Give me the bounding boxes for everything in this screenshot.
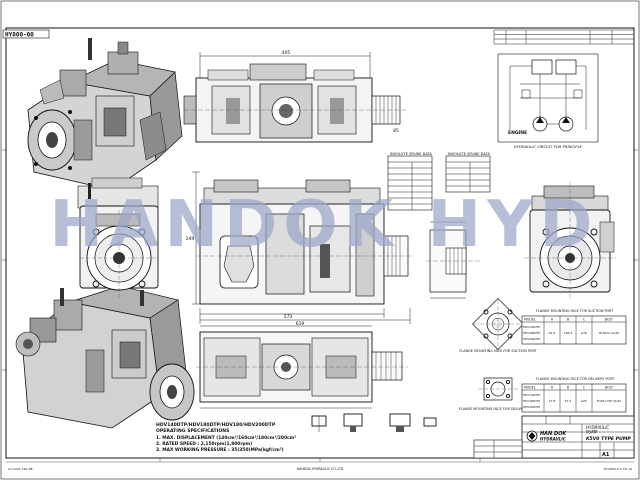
suction-flange-detail xyxy=(472,298,524,350)
suction-row-model: HDV200DTP xyxy=(523,337,540,341)
isometric-view-bottom xyxy=(15,285,195,429)
delivery-value-a: 27.8 xyxy=(549,399,556,403)
delivery-caption: FLANGE MOUNTING FACE FOR DELIVERY PORT xyxy=(459,407,538,411)
footer-left: A1-1021-760-3B xyxy=(8,467,33,471)
suction-th-model: MODEL xyxy=(524,318,536,322)
delivery-row-model: HDV140DTP xyxy=(523,393,540,397)
shaft-end-view xyxy=(426,221,480,299)
top-plan-view xyxy=(183,52,408,143)
spec-item: 2. RATED SPEED : 2,150rpm(1,800rpm) xyxy=(156,441,252,447)
delivery-th-model: MODEL xyxy=(524,386,536,390)
bottom-view xyxy=(196,325,408,409)
title-block xyxy=(473,415,635,459)
rear-end-view xyxy=(524,182,616,298)
suction-th-a: A xyxy=(551,318,554,322)
delivery-value-bolt: M10X1.75P (Tp)22 xyxy=(597,399,621,403)
company-name-line1: HAN DOK xyxy=(540,431,567,437)
revision-table xyxy=(493,29,635,45)
hydraulic-circuit xyxy=(497,53,599,143)
drawing-code-box xyxy=(2,29,50,39)
footer-center: HANDOK HYDRAULIC CO.,LTD xyxy=(297,467,344,471)
suction-caption: FLANGE MOUNTING FACE FOR SUCTION PORT xyxy=(459,349,537,353)
suction-value-c: ø76 xyxy=(581,331,587,335)
company-name-line2: HYDRAULIC xyxy=(540,437,566,442)
suction-table xyxy=(521,315,627,345)
delivery-th-bolt: BOLT xyxy=(605,386,613,390)
suction-value-bolt: M16X2X (Tp)28 xyxy=(599,331,619,335)
suction-th-bolt: BOLT xyxy=(605,318,613,322)
title-line1: HYDRAULIC xyxy=(586,425,609,430)
delivery-th-c: C xyxy=(583,386,586,390)
suction-th-b: B xyxy=(567,318,569,322)
suction-th-c: C xyxy=(583,318,586,322)
isometric-view-top xyxy=(27,38,183,191)
delivery-row-model: HDV180DTP xyxy=(523,399,540,403)
spec-models: HDV140DTP/HDV180DTP/HDV180/HDV200DTP xyxy=(156,422,276,428)
spec-item: 1. MAX. DISPLACEMENT (140cm³/160cm³/180c… xyxy=(156,435,296,441)
suction-row-model: HDV140DTP xyxy=(523,325,540,329)
suction-value-b: 106.4 xyxy=(564,331,573,335)
footer-right: HY-0000-0-0 TO 14 xyxy=(604,467,632,471)
drawing-code: HY000-00 xyxy=(5,32,34,39)
delivery-flange-detail xyxy=(478,377,518,401)
circuit-caption: HYDRAULIC CIRCUIT FOR PRINCIPLE xyxy=(514,144,583,149)
pump-type: K5V0 TYPE PUMP xyxy=(586,436,631,442)
delivery-value-b: 57.2 xyxy=(565,399,572,403)
suction-title: FLANGE MOUNTING FACE FOR SUCTION PORT xyxy=(536,309,614,313)
dim-body-length: 573 xyxy=(284,314,293,320)
dim-overall-length: 619 xyxy=(296,321,305,327)
delivery-row-model: HDV200DTP xyxy=(523,405,540,409)
delivery-title: FLANGE MOUNTING FACE FOR DELIVERY PORT xyxy=(536,377,615,381)
detail-views xyxy=(311,413,437,432)
spline-left-title: INVOLUTE SPLINE DATA xyxy=(390,152,432,156)
dim-front-length: 405 xyxy=(282,50,291,56)
delivery-th-a: A xyxy=(551,386,554,390)
delivery-value-c: ø25 xyxy=(581,399,587,403)
watermark-text: HANDOK HYD xyxy=(49,188,598,262)
front-end-view xyxy=(77,177,159,300)
delivery-th-b: B xyxy=(567,386,569,390)
suction-row-model: HDV180DTP xyxy=(523,331,540,335)
sheet-size: A1 xyxy=(602,452,610,458)
delivery-table xyxy=(521,383,627,413)
dim-shaft-length: 85 xyxy=(393,128,399,134)
spec-header: OPERATING SPECIFICATIONS xyxy=(156,428,229,434)
zone-ticks xyxy=(2,149,638,462)
spline-table-right xyxy=(445,155,491,193)
spline-table-left xyxy=(387,155,433,211)
suction-value-a: 61.9 xyxy=(549,331,556,335)
spline-right-title: INVOLUTE SPLINE DATA xyxy=(448,152,490,156)
dim-height: 249 xyxy=(186,236,195,242)
engine-label: ENGINE xyxy=(508,130,527,136)
side-elevation-view xyxy=(192,171,412,324)
title-line2: PUMP xyxy=(586,430,598,435)
spec-item: 3. MAX WORKING PRESSURE : 35(350)MPa(kgf… xyxy=(156,447,284,453)
